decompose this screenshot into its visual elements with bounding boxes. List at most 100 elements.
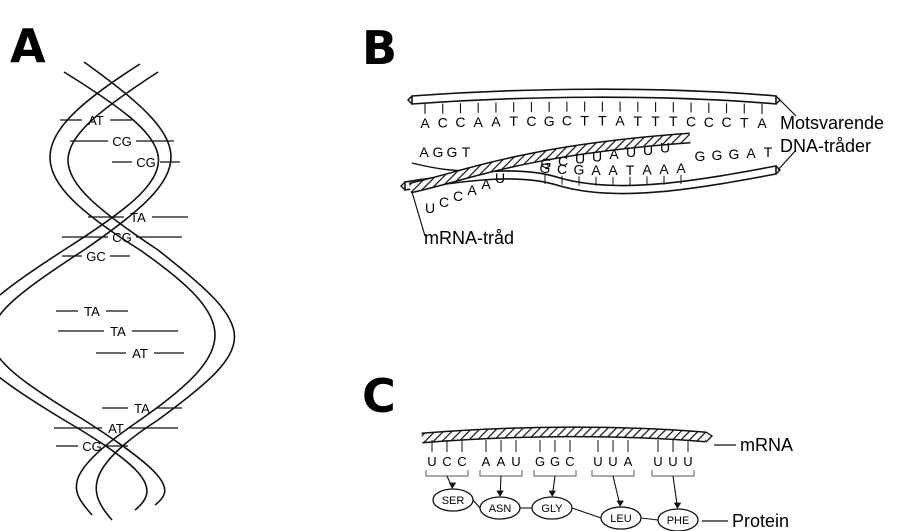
dna-base: C: [704, 114, 714, 130]
mrna-base: U: [660, 140, 670, 156]
base-pair-label: TA: [84, 304, 100, 319]
mrna-base: U: [425, 200, 435, 216]
mrna-base: G: [541, 155, 552, 171]
amino-acid-label: GLY: [541, 503, 563, 515]
dna-top-strand: [408, 89, 780, 104]
mrna-base: U: [626, 144, 636, 160]
codon-base: G: [535, 454, 545, 469]
mrna-base: U: [643, 142, 653, 158]
dna-base: T: [626, 162, 635, 178]
dna-base: A: [615, 113, 625, 129]
dna-base: C: [455, 114, 465, 130]
codon-bracket: [592, 470, 634, 476]
mrna-strand-c: [422, 432, 712, 442]
dna-base: A: [659, 161, 669, 177]
codon-base: U: [668, 454, 677, 469]
dna-base: T: [634, 113, 643, 129]
dna-base: T: [740, 115, 749, 131]
mrna-base: C: [453, 188, 463, 204]
codon-base: A: [482, 454, 491, 469]
protein-chain: SER ASN GLY LEU PHE: [433, 489, 698, 531]
dna-base: G: [729, 146, 740, 162]
peptide-bond: [473, 500, 480, 508]
arrowhead: [497, 491, 503, 496]
base-pair-label: GC: [86, 249, 106, 264]
base-pair-label: CG: [112, 230, 132, 245]
codon-base: A: [624, 454, 633, 469]
dna-base: A: [757, 115, 767, 131]
dna-base: C: [438, 115, 448, 131]
codon-base: U: [653, 454, 662, 469]
codon-base: C: [442, 454, 451, 469]
codon-base: A: [497, 454, 506, 469]
double-helix: [0, 62, 235, 520]
peptide-bond: [641, 518, 658, 520]
mrna-base: C: [439, 194, 449, 210]
dna-base: A: [491, 114, 501, 130]
base-pair-label: CG: [82, 439, 102, 454]
dna-strands-label-line2: DNA-tråder: [780, 136, 871, 156]
dna-strands-label-line1: Motsvarende: [780, 113, 884, 133]
arrowhead: [449, 483, 455, 488]
arrowhead: [617, 501, 623, 506]
mrna-base: C: [558, 153, 568, 169]
codon-bracket: [426, 470, 468, 476]
amino-acid-label: ASN: [489, 503, 512, 515]
dna-base: G: [695, 148, 706, 164]
mrna-label: mRNA: [740, 435, 793, 455]
mrna-base: A: [467, 182, 477, 198]
codon-base: C: [565, 454, 574, 469]
dna-base: A: [420, 115, 430, 131]
helix-backbone-2-outer: [50, 64, 215, 515]
dna-base: T: [764, 144, 773, 160]
amino-acid-label: SER: [442, 495, 465, 507]
peptide-bond: [572, 508, 601, 518]
dna-base: T: [462, 144, 471, 160]
codon-bracket: [480, 470, 522, 476]
dna-base: A: [474, 114, 484, 130]
base-pair-label: CG: [136, 155, 156, 170]
dna-base: T: [580, 113, 589, 129]
dna-base: A: [676, 160, 686, 176]
codon-base: U: [511, 454, 520, 469]
panel-c-letter: C: [362, 369, 396, 423]
base-pair-label: TA: [134, 401, 150, 416]
dna-base: T: [651, 113, 660, 129]
dna-base: T: [669, 113, 678, 129]
amino-acid-label: PHE: [667, 515, 690, 527]
dna-base: A: [642, 161, 652, 177]
dna-base: C: [562, 113, 572, 129]
base-pair-label: AT: [108, 421, 124, 436]
protein-label: Protein: [732, 511, 789, 531]
mrna-base: A: [609, 146, 619, 162]
arrowhead: [675, 503, 681, 508]
dna-base: A: [419, 144, 429, 160]
dna-base: T: [598, 113, 607, 129]
amino-acid-label: LEU: [610, 513, 631, 525]
mrna-base: A: [481, 176, 491, 192]
dna-base: A: [746, 145, 756, 161]
dna-base: C: [721, 114, 731, 130]
mrna-base: U: [575, 151, 585, 167]
dna-label-connector: [778, 98, 796, 170]
codon-bracket: [652, 470, 694, 476]
dna-base: T: [509, 113, 518, 129]
mrna-base: U: [495, 170, 505, 186]
base-pair-label: CG: [112, 134, 132, 149]
panel-b-letter: B: [362, 21, 397, 75]
arrowhead: [549, 491, 555, 496]
codon-base: U: [608, 454, 617, 469]
mrna-base: U: [592, 148, 602, 164]
base-pair-label: AT: [88, 113, 104, 128]
codon-base: G: [550, 454, 560, 469]
codon-base: C: [457, 454, 466, 469]
codon-bracket: [534, 470, 576, 476]
dna-base: G: [447, 144, 458, 160]
base-pair-label: TA: [130, 210, 146, 225]
dna-base: G: [433, 144, 444, 160]
dna-base: G: [544, 113, 555, 129]
dna-base: A: [608, 162, 618, 178]
